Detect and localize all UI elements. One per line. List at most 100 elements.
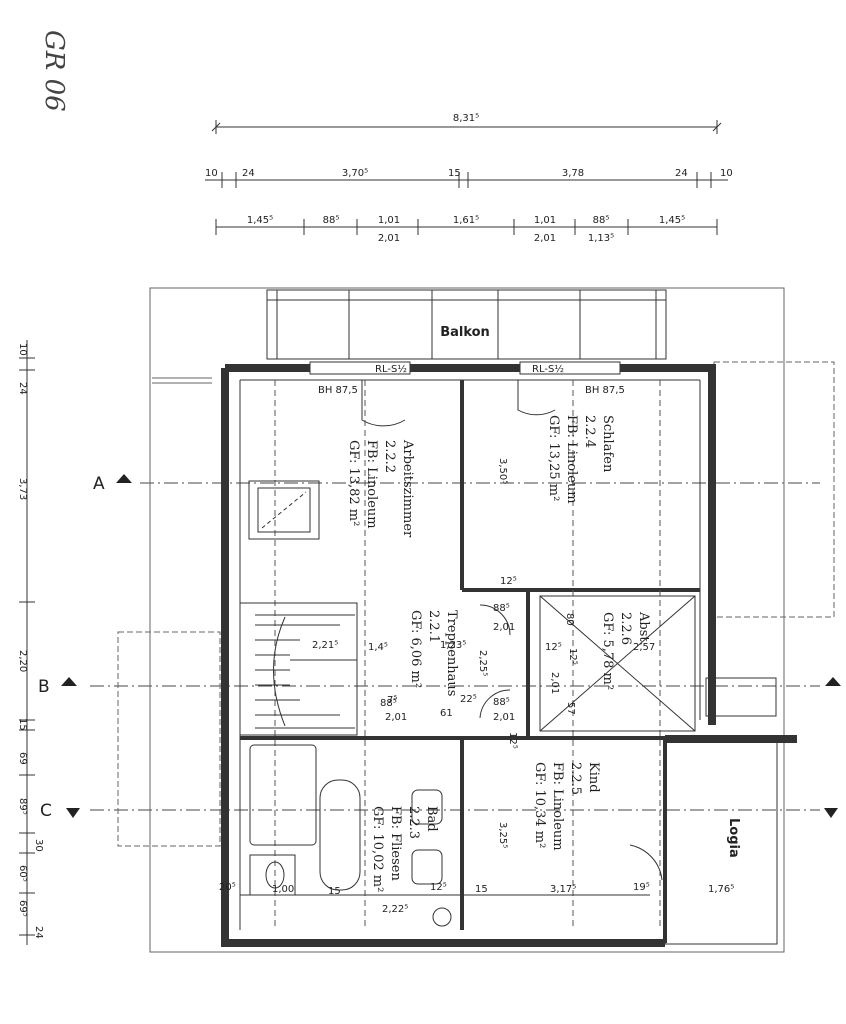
room-bad: Bad 2.2.3 FB: Fliesen GF: 10,02 m² [370,806,439,892]
dim-text: 20⁵ [219,882,236,893]
left-dimension-chain [19,340,35,945]
room-number: 2.2.1 [426,610,441,643]
dim-text: 3,78 [562,168,584,179]
staircase [239,602,358,736]
axis-label-a: A [93,474,105,494]
balcony-label: Balkon [440,325,490,340]
room-number: 2.2.2 [382,440,397,473]
logia-label: Logia [726,818,741,858]
logia [664,677,778,945]
dim-text: 3,50⁵ [497,458,508,484]
room-name: Bad [424,806,439,832]
door-treppe [479,604,511,636]
sink [411,789,443,825]
axis-label-c: C [40,801,52,821]
dim-text: 12⁵ [500,576,517,587]
dim-text: 1,76⁵ [708,884,734,895]
window-label: RL-S½ [375,363,407,375]
dim-text: 1,01 [534,215,556,226]
dim-text: 1,61⁵ [453,215,479,226]
dim-text: 1,45⁵ [659,215,685,226]
dim-text: 10 [720,168,733,179]
room-floor: FB: Fliesen [388,806,403,881]
dim-text: 2,25⁵ [477,650,488,676]
dim-text: 69 [17,752,28,765]
top-dimension-chains [205,120,728,235]
room-kind: Kind 2.2.5 FB: Linoleum GF: 10,34 m² [532,762,601,851]
interior-walls [240,380,700,943]
dim-text: 2,01 [385,712,407,723]
room-area: GF: 6,06 m² [408,610,423,688]
room-area: GF: 5,78 m² [600,612,615,690]
room-arbeitszimmer: Arbeitszimmer 2.2.2 FB: Linoleum GF: 13,… [346,439,415,538]
room-abstell: Abst. 2.2.6 GF: 5,78 m² [600,611,651,690]
dim-text: 2,57 [633,642,655,653]
room-treppenhaus: Treppenhaus 2.2.1 GF: 6,06 m² [408,610,459,696]
dim-text: 15 [475,884,488,895]
room-number: 2.2.6 [618,612,633,645]
dim-text: 1,45⁵ [247,215,273,226]
room-floor: FB: Linoleum [550,762,565,851]
dim-text: 57 [565,702,576,715]
room-area: GF: 10,34 m² [532,762,547,848]
dim-text: 1,23⁵ [440,640,466,651]
room-schlafen: Schlafen 2.2.4 FB: Linoleum GF: 13,25 m² [546,415,615,504]
axis-marker-icon [61,677,77,686]
dim-text: 15 [448,168,461,179]
outline-dashed-right [713,361,835,618]
dim-text: 7⁵ [387,695,397,706]
dim-text: 89⁵ [17,798,28,815]
dim-text: 80 [564,613,575,626]
room-name: Treppenhaus [444,610,459,696]
dim-text: 60⁵ [17,865,28,882]
door-stair-lower [479,689,511,719]
dim-text: 10 [205,168,218,179]
shower [249,744,317,846]
dim-text: 88⁵ [493,603,510,614]
dim-text: 15 [328,886,341,897]
dim-text: 1,13⁵ [588,233,614,244]
dim-text: 1,01 [378,215,400,226]
dim-text: 22⁵ [460,694,477,705]
stair-outline-dashed [117,631,221,847]
dim-text: 12⁵ [567,648,578,665]
exterior-walls [221,364,797,947]
room-number: 2.2.3 [406,806,421,839]
axis-marker-icon [825,677,841,686]
dim-text: 12⁵ [430,882,447,893]
bathtub [319,779,361,891]
room-floor: FB: Linoleum [564,415,579,504]
dim-text: 12⁵ [545,642,562,653]
window-label: BH 87,5 [318,385,358,396]
room-name: Abst. [636,611,651,646]
dim-text: 3,25⁵ [497,822,508,848]
dim-text: 88⁵ [380,698,397,709]
dim-text: 3,17⁵ [550,884,576,895]
dim-text: 88⁵ [323,215,340,226]
bathroom-fixtures [249,744,452,927]
neighbor-outline [149,287,785,953]
handwritten-annotation: GR 06 [39,30,69,112]
dim-text: 2,01 [378,233,400,244]
dim-text: 2,01 [493,712,515,723]
dim-text: 3,70⁵ [342,168,368,179]
axis-label-b: B [38,677,50,697]
window-label: RL-S½ [532,363,564,375]
doors [361,380,663,881]
dim-text: 2,01 [549,672,560,694]
dim-total: 8,31⁵ [453,113,479,124]
sink [411,849,443,885]
door-arbeitszimmer [361,380,406,427]
dim-text: 2,20 [17,650,28,672]
inner-dimensions: 3,50⁵ 12⁵ 88⁵ 2,01 2,21⁵ 1,4⁵ 1,23⁵ 2,25… [219,458,734,915]
dim-text: 88⁵ [493,697,510,708]
room-floor: FB: Linoleum [364,440,379,529]
dim-text: 69⁵ [17,900,28,917]
room-area: GF: 10,02 m² [370,806,385,892]
window [309,361,411,375]
dim-text: 30 [33,839,44,852]
dim-text: 2,01 [493,622,515,633]
axis-marker-icon [66,808,80,818]
dim-text: 24 [675,168,688,179]
dim-text: 2,22⁵ [382,904,408,915]
